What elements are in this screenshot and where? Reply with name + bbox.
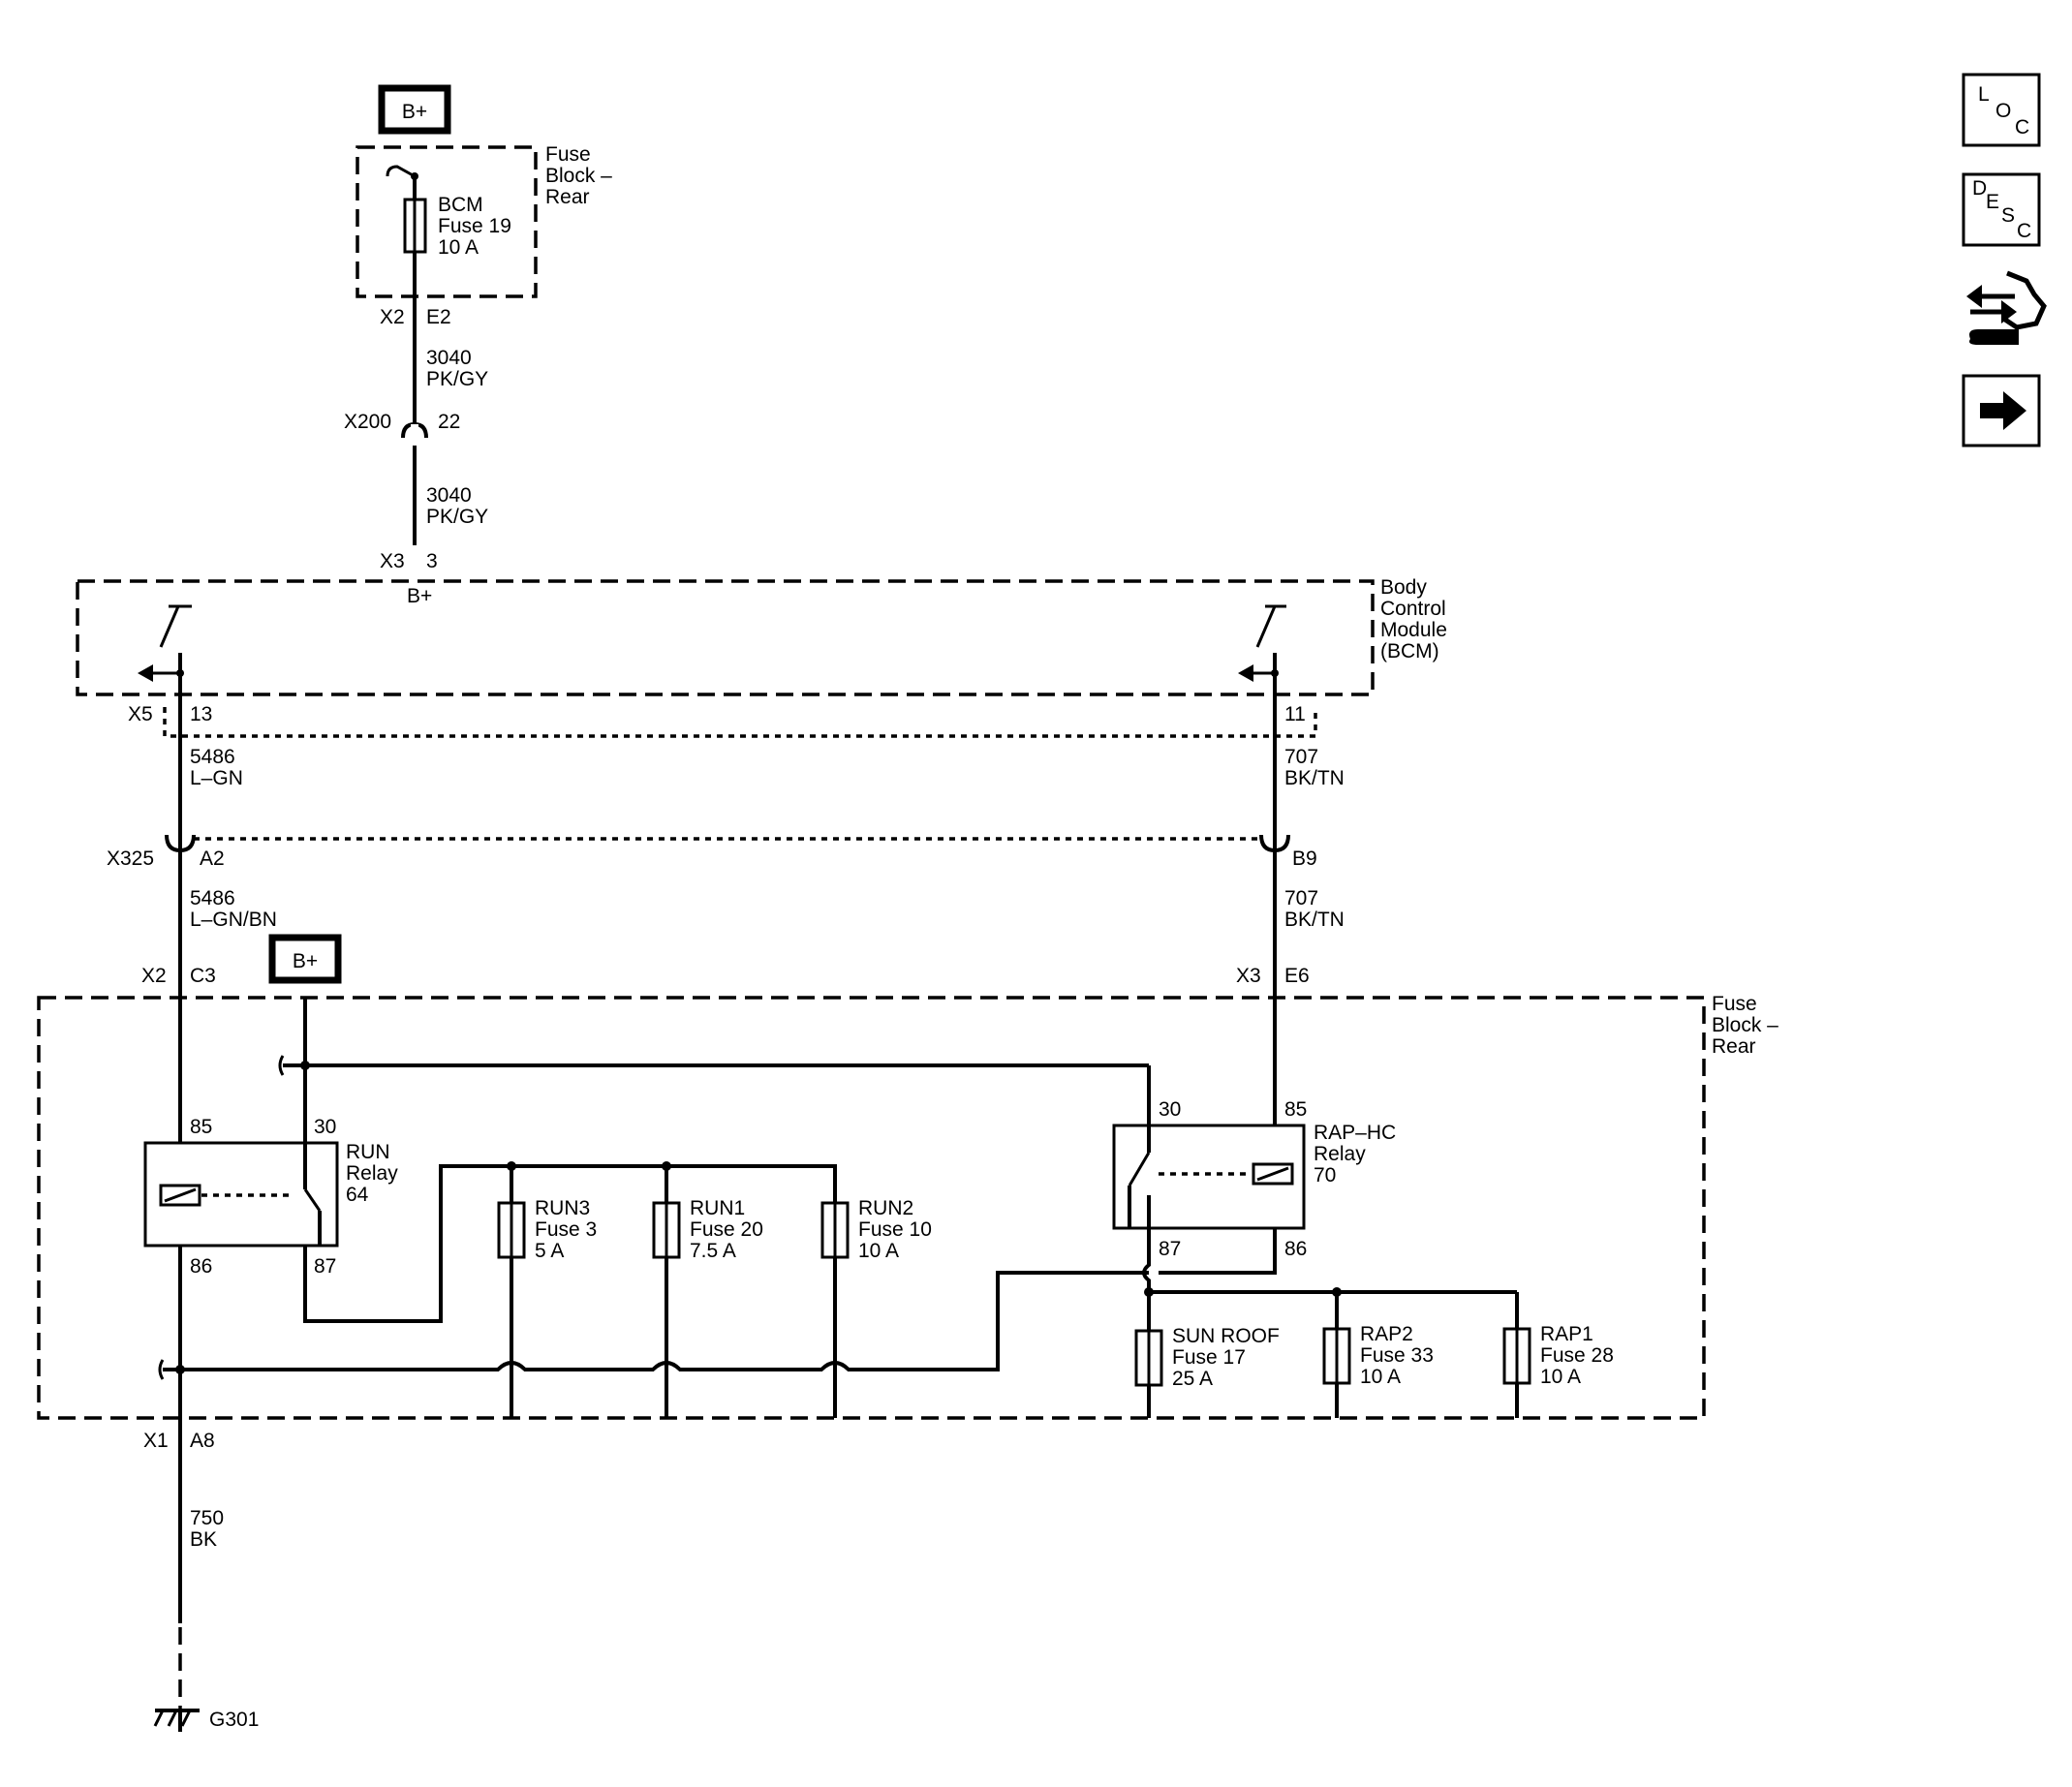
connector-x325 [165, 834, 1290, 853]
pin-a2-label: A2 [200, 847, 225, 870]
loc-button[interactable]: L O C [1962, 73, 2041, 147]
ground-bus [158, 1271, 1149, 1380]
svg-text:30: 30 [314, 1116, 336, 1138]
wire-5486-upper-label: 5486 L–GN [190, 746, 243, 789]
bcm-bplus-label: B+ [407, 585, 432, 607]
svg-text:87: 87 [314, 1255, 336, 1278]
fuse-sunroof: SUN ROOF Fuse 17 25 A [1134, 1325, 1285, 1390]
svg-text:SUN ROOF Fuse 17 2: SUN ROOF Fuse 17 25 A [1172, 1325, 1285, 1390]
bplus-top-symbol: B+ [378, 84, 451, 135]
conn-x200-label: X200 [344, 411, 391, 433]
conn-x3-b-label: X3 [1236, 965, 1261, 987]
svg-text:O: O [1995, 100, 2011, 122]
ground-g301: G301 [153, 1623, 259, 1731]
conn-x2-b-label: X2 [141, 965, 167, 987]
fuse-run2: RUN2 Fuse 10 10 A [820, 1197, 938, 1262]
bplus-relay-symbol: B+ [268, 934, 342, 984]
pin-b9-label: B9 [1292, 847, 1317, 870]
pin-e2-label: E2 [426, 306, 451, 328]
fuse-run1: RUN1 Fuse 20 7.5 A [652, 1197, 769, 1262]
bcm-fuse-19: BCM Fuse 19 10 A [386, 165, 517, 545]
rap-hc-relay-label: RAP–HC Relay 70 [1314, 1122, 1402, 1186]
svg-text:RAP1 Fuse 28 10 A: RAP1 Fuse 28 10 A [1540, 1323, 1620, 1388]
pin-22-label: 22 [438, 411, 460, 433]
pin-13-label: 13 [190, 703, 212, 725]
wire-3040-upper-label: 3040 PK/GY [426, 347, 488, 390]
rap-hc-relay: RAP–HC Relay 70 30 85 87 86 [1112, 1098, 1402, 1260]
wire-3040-lower-label: 3040 PK/GY [426, 484, 488, 528]
wire-750-label: 750 BK [190, 1507, 230, 1551]
svg-text:RUN3 Fuse 3 5 A: RUN3 Fuse 3 5 A [535, 1197, 603, 1262]
fuse-block-rear-bottom-label: Fuse Block – Rear [1712, 993, 1784, 1058]
svg-text:D: D [1972, 177, 1987, 200]
bcm-name-label: Body Control Module (BCM) [1380, 576, 1453, 662]
conn-x5-label: X5 [128, 703, 153, 725]
svg-text:86: 86 [1284, 1238, 1307, 1260]
wire-707-upper-label: 707 BK/TN [1284, 746, 1345, 789]
svg-text:30: 30 [1159, 1098, 1181, 1121]
wire-5486-lower-label: 5486 L–GN/BN [190, 887, 277, 931]
run-relay: RUN Relay 64 85 30 86 87 [143, 1116, 404, 1278]
fuse-rap1: RAP1 Fuse 28 10 A [1502, 1323, 1620, 1388]
conn-x1-label: X1 [143, 1430, 169, 1452]
svg-text:G301: G301 [209, 1709, 259, 1731]
svg-text:B+: B+ [293, 950, 318, 972]
svg-text:L: L [1978, 83, 1990, 106]
pin-a8-label: A8 [190, 1430, 215, 1452]
pin-e6-label: E6 [1284, 965, 1310, 987]
svg-text:85: 85 [1284, 1098, 1307, 1121]
svg-text:RUN1 Fuse 20 7.5 A: RUN1 Fuse 20 7.5 A [690, 1197, 769, 1262]
svg-text:C: C [2017, 220, 2031, 242]
service-icon[interactable] [1966, 270, 2047, 345]
run-relay-label: RUN Relay 64 [346, 1141, 404, 1206]
svg-text:85: 85 [190, 1116, 212, 1138]
svg-text:86: 86 [190, 1255, 212, 1278]
pin-3-label: 3 [426, 550, 438, 572]
bcm-fuse-label: BCM Fuse 19 10 A [438, 194, 517, 259]
conn-x3-top-label: X3 [380, 550, 405, 572]
wire-707-lower-label: 707 BK/TN [1284, 887, 1345, 931]
svg-text:C: C [2015, 116, 2029, 139]
svg-text:87: 87 [1159, 1238, 1181, 1260]
connector-x200 [401, 421, 428, 448]
svg-text:RAP2 Fuse 33 10 A: RAP2 Fuse 33 10 A [1360, 1323, 1439, 1388]
svg-text:E: E [1986, 191, 1999, 213]
fuse-block-rear-bottom-outline [37, 996, 1706, 1420]
conn-x2-label: X2 [380, 306, 405, 328]
arrow-right-icon[interactable] [1962, 374, 2041, 447]
fuse-block-rear-top-label: Fuse Block – Rear [545, 143, 618, 208]
pin-c3-label: C3 [190, 965, 216, 987]
fuse-run3: RUN3 Fuse 3 5 A [497, 1197, 603, 1262]
svg-text:S: S [2001, 204, 2015, 227]
svg-text:RUN2 Fuse 10 10 A: RUN2 Fuse 10 10 A [858, 1197, 938, 1262]
bcm-right-switch [1238, 604, 1286, 1151]
fuse-rap2: RAP2 Fuse 33 10 A [1322, 1323, 1439, 1388]
pin-11-label: 11 [1284, 703, 1306, 725]
fuse-block-rear-top-outline [356, 145, 538, 298]
x5-connector-outline [163, 707, 1317, 738]
conn-x325-label: X325 [107, 847, 154, 870]
desc-button[interactable]: D E S C [1962, 172, 2041, 247]
svg-text:B+: B+ [402, 101, 427, 123]
bcm-outline [76, 579, 1375, 696]
